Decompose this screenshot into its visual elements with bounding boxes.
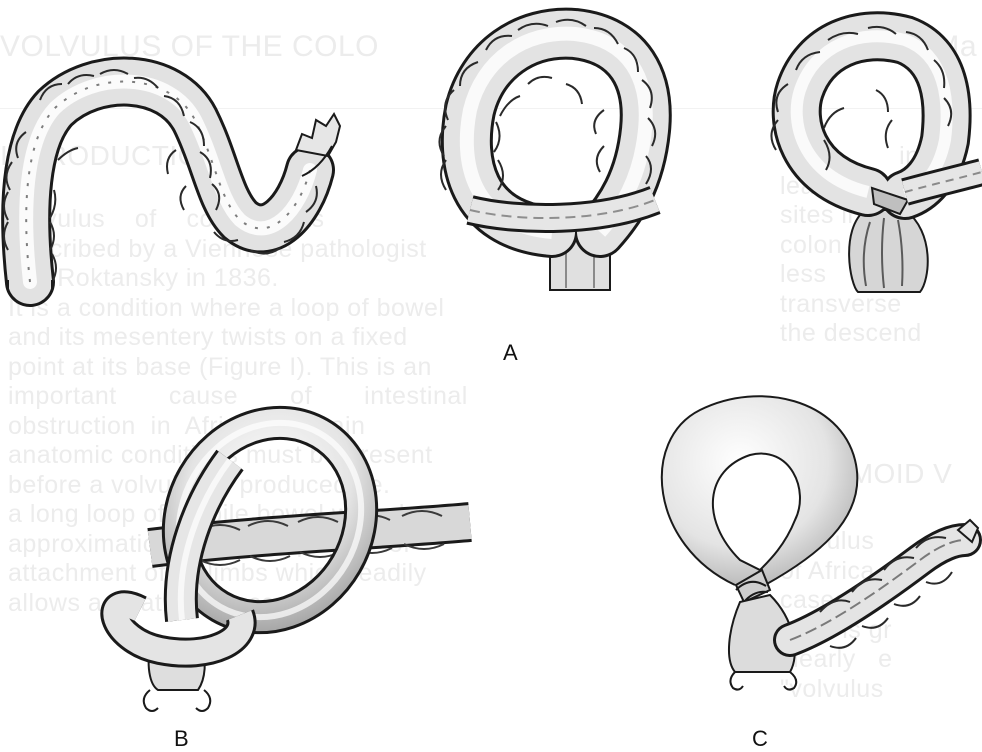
panel-b-looped-volvulus [115, 389, 470, 711]
panel-a-tight-twist [771, 27, 982, 292]
panel-label-c: C [752, 726, 768, 752]
panel-a-twisted-loop [439, 20, 655, 290]
panel-label-a: A [503, 340, 518, 366]
panel-a-s-shaped-colon [4, 70, 340, 290]
panel-c-sigmoid-volvulus [662, 396, 978, 689]
panel-label-b: B [174, 726, 189, 752]
